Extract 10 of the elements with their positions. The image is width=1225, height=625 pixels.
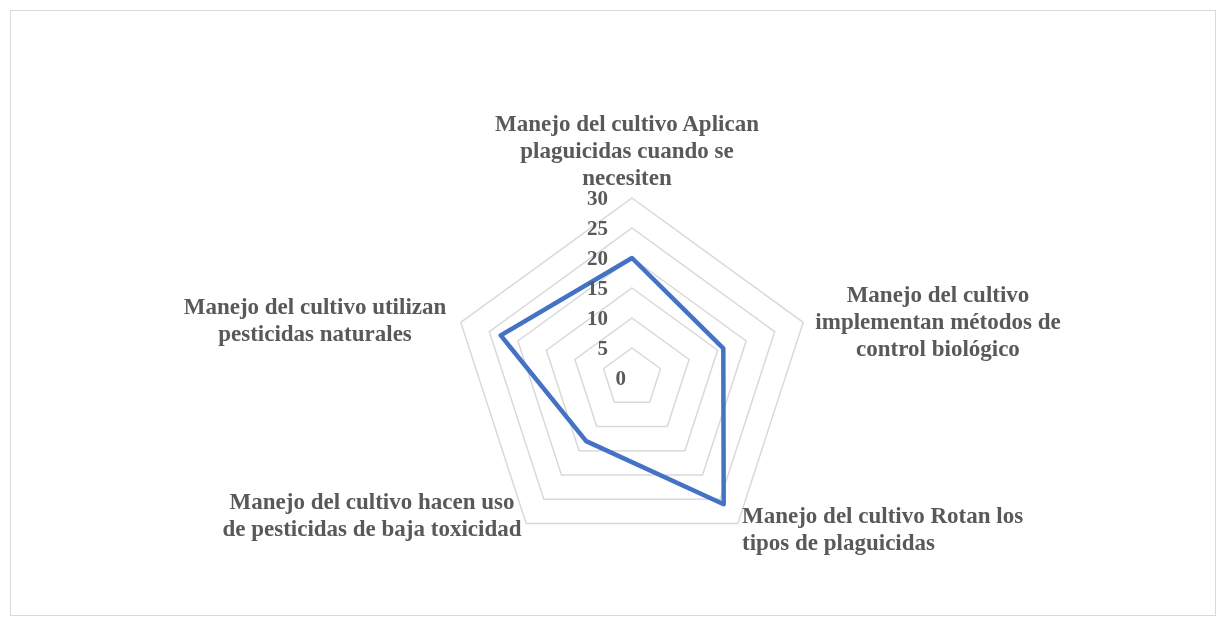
tick-label: 10 [586, 307, 608, 329]
tick-label: 20 [586, 247, 608, 269]
axis-label: Manejo del cultivo hacen uso de pesticidas de baja toxicidad [221, 488, 523, 542]
tick-label: 25 [586, 217, 608, 239]
tick-label: 0 [614, 367, 626, 389]
axis-label: Manejo del cultivo Rotan los tipos de plaguicidas [742, 502, 1025, 556]
tick-label: 15 [586, 277, 608, 299]
tick-label: 5 [596, 337, 608, 359]
axis-label: Manejo del cultivo utilizan pesticidas naturales [182, 293, 448, 347]
axis-label: Manejo del cultivo implementan métodos de control biológico [814, 281, 1062, 362]
